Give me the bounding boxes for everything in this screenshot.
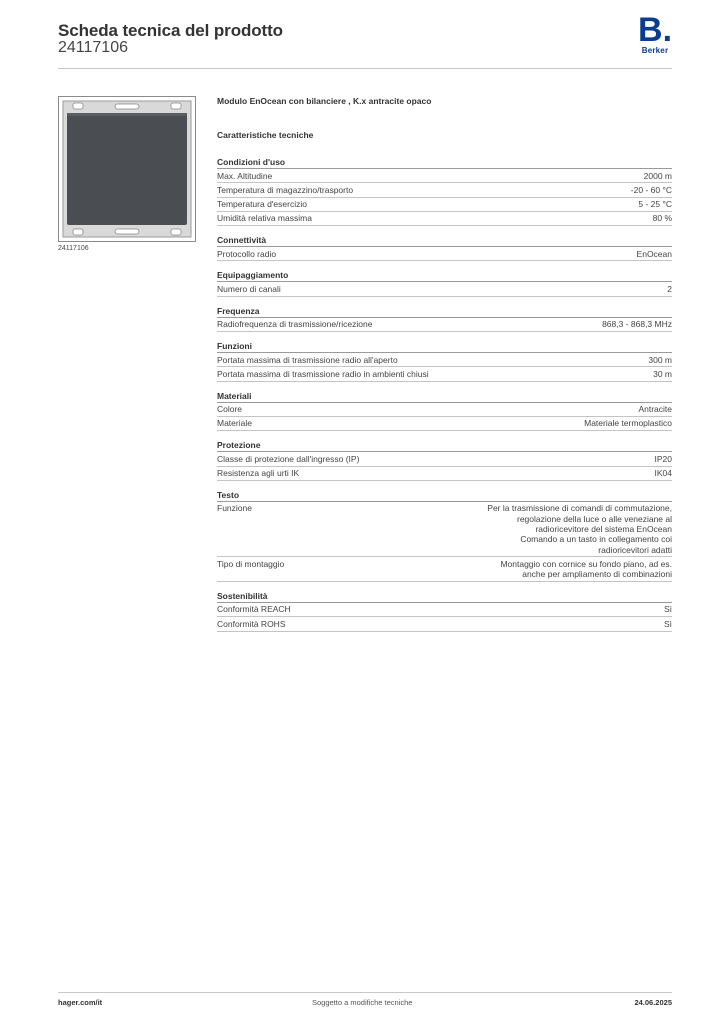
- page-title: Scheda tecnica del prodotto: [58, 21, 283, 40]
- footer-website[interactable]: hager.com/it: [58, 998, 103, 1007]
- spec-value: 80 %: [652, 213, 672, 224]
- spec-value: Antracite: [638, 404, 672, 415]
- header-divider: [58, 68, 672, 69]
- footer-note: Soggetto a modifiche tecniche: [312, 998, 413, 1007]
- spec-label: Umidità relativa massima: [217, 213, 312, 224]
- product-image: [58, 96, 196, 242]
- spec-label: Temperatura di magazzino/trasporto: [217, 184, 354, 195]
- logo-text: Berker: [641, 46, 669, 55]
- spec-row: Funzione Per la trasmissione di comandi d…: [217, 502, 672, 558]
- spec-row: Classe di protezione dall'ingresso (IP) I…: [217, 452, 673, 467]
- spec-value: EnOcean: [636, 248, 672, 259]
- spec-label: Resistenza agli urti IK: [217, 468, 300, 479]
- group-title: Condizioni d'uso: [217, 156, 672, 169]
- section-title: Caratteristiche tecniche: [217, 130, 314, 140]
- spec-label: Classe di protezione dall'ingresso (IP): [217, 453, 360, 464]
- spec-label: Max. Altitudine: [217, 170, 273, 181]
- spec-row: Protocollo radio EnOcean: [217, 247, 672, 262]
- spec-value: -20 - 60 °C: [630, 184, 672, 195]
- spec-value: 5 - 25 °C: [638, 199, 672, 210]
- spec-row: Max. Altitudine 2000 m: [217, 169, 672, 184]
- spec-value: 2: [667, 283, 672, 294]
- spec-value: Per la trasmissione di comandi di commut…: [487, 503, 672, 555]
- spec-label: Radiofrequenza di trasmissione/ricezione: [217, 319, 373, 330]
- spec-row: Temperatura di magazzino/trasporto -20 - …: [217, 183, 672, 198]
- spec-row: Colore Antracite: [217, 403, 672, 417]
- spec-row: Resistenza agli urti IK IK04: [217, 467, 672, 481]
- group-title: Materiali: [217, 390, 672, 403]
- spec-value: 868,3 - 868,3 MHz: [602, 319, 672, 330]
- group-title: Protezione: [217, 439, 672, 453]
- spec-row: Portata massima di trasmissione radio al…: [217, 353, 672, 368]
- spec-value: Montaggio con cornice su fondo piano, ad…: [500, 558, 672, 580]
- spec-label: Conformità REACH: [217, 604, 291, 615]
- group-title: Sostenibilità: [217, 590, 672, 603]
- spec-label: Portata massima di trasmissione radio in…: [217, 368, 429, 379]
- group-title: Frequenza: [217, 305, 672, 318]
- product-name: Modulo EnOcean con bilanciere , K.x antr…: [217, 96, 432, 106]
- spec-label: Funzione: [217, 503, 252, 514]
- spec-value: Sì: [663, 618, 672, 629]
- spec-label: Protocollo radio: [217, 248, 277, 259]
- spec-row: Conformità REACH Sì: [217, 603, 672, 618]
- group-title: Funzioni: [217, 340, 672, 354]
- page-header: Scheda tecnica del prodotto 24117106 B. …: [58, 13, 672, 68]
- spec-value: 30 m: [653, 368, 672, 379]
- product-code: 24117106: [58, 39, 128, 56]
- spec-value: 2000 m: [643, 170, 672, 181]
- spec-row: Tipo di montaggio Montaggio con cornice s…: [217, 557, 672, 582]
- spec-content: Modulo EnOcean con bilanciere , K.x antr…: [217, 96, 672, 640]
- spec-row: Numero di canali 2: [217, 282, 672, 297]
- logo-letter: B.: [638, 11, 673, 49]
- spec-value: 300 m: [648, 354, 672, 365]
- group-title: Equipaggiamento: [217, 269, 672, 283]
- spec-label: Temperatura d'esercizio: [217, 199, 307, 210]
- spec-label: Colore: [217, 404, 243, 415]
- spec-label: Materiale: [217, 418, 252, 429]
- switch-module-icon: [59, 97, 195, 241]
- spec-row: Radiofrequenza di trasmissione/ricezione…: [217, 318, 672, 333]
- group-title: Connettività: [217, 234, 672, 248]
- group-title: Testo: [217, 489, 672, 502]
- spec-row: Temperatura d'esercizio 5 - 25 °C: [217, 198, 672, 212]
- spec-label: Numero di canali: [217, 283, 281, 294]
- spec-value: IP20: [654, 453, 673, 464]
- spec-label: Portata massima di trasmissione radio al…: [217, 354, 398, 365]
- spec-row: Materiale Materiale termoplastico: [217, 417, 672, 432]
- spec-label: Conformità ROHS: [217, 618, 286, 629]
- berker-logo: B. Berker: [638, 11, 673, 55]
- spec-value: IK04: [654, 468, 673, 479]
- spec-value: Materiale termoplastico: [584, 418, 672, 429]
- spec-row: Portata massima di trasmissione radio in…: [217, 367, 672, 382]
- spec-label: Tipo di montaggio: [217, 558, 285, 569]
- footer-date: 24.06.2025: [634, 998, 672, 1007]
- spec-row: Umidità relativa massima 80 %: [217, 212, 672, 227]
- footer-divider: [58, 992, 672, 993]
- spec-row: Conformità ROHS Sì: [217, 617, 672, 632]
- spec-value: Sì: [663, 604, 672, 615]
- image-caption: 24117106: [58, 245, 89, 252]
